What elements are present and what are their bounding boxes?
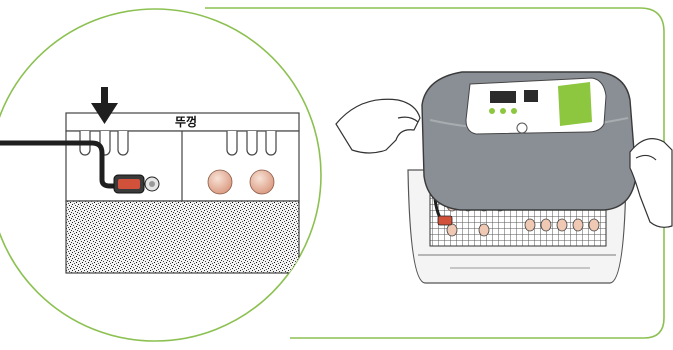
incubator (336, 72, 672, 283)
speckled-floor (66, 201, 299, 273)
egg (208, 170, 232, 194)
lid-label: 뚜껑 (175, 114, 197, 129)
zoom-circle: 뚜껑 (0, 9, 321, 341)
panel-button (511, 108, 517, 114)
incubator-lid (422, 72, 636, 210)
panel-button (500, 108, 506, 114)
panel-button (489, 108, 495, 114)
right-hand (630, 139, 672, 228)
temperature-sensor-icon (114, 175, 159, 193)
lid-vent (517, 123, 527, 133)
temperature-display (490, 91, 516, 103)
left-hand (336, 99, 420, 153)
humidity-display (524, 90, 538, 102)
egg (250, 170, 274, 194)
brand-badge (558, 82, 592, 126)
